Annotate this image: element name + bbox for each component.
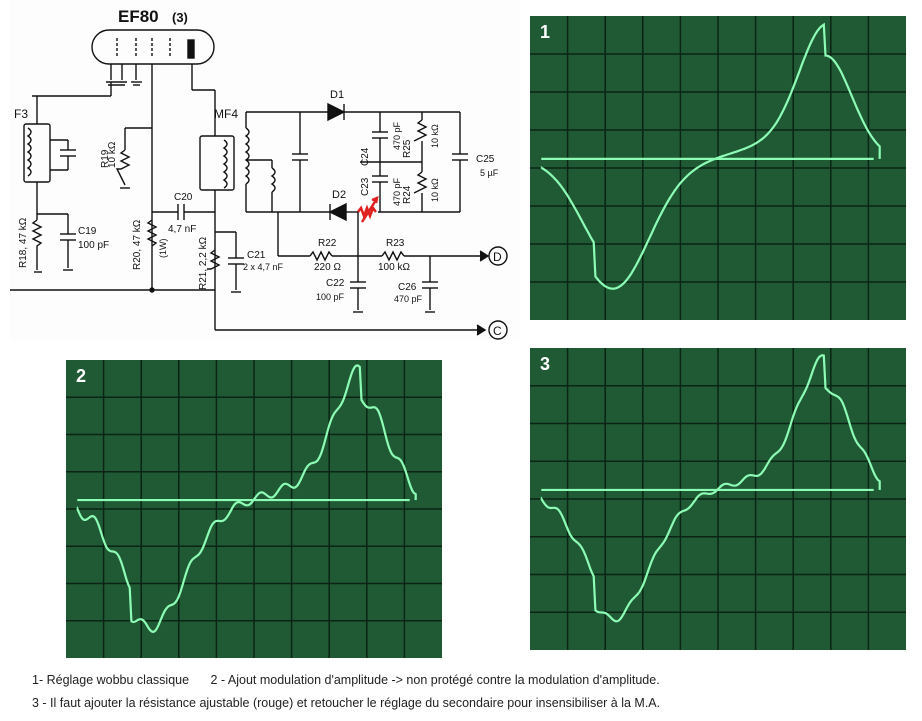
r25-label: R25 bbox=[402, 139, 413, 158]
caption-2: 2 - Ajout modulation d'amplitude -> non … bbox=[210, 673, 660, 687]
c24-label: C24 bbox=[360, 147, 371, 166]
scope-1-trace bbox=[540, 22, 881, 290]
oscilloscope-screen-2: 2 bbox=[66, 360, 442, 658]
oscilloscope-screen-3: 3 bbox=[530, 348, 906, 650]
output-c-label: C bbox=[493, 324, 502, 338]
c25-label: C25 bbox=[476, 154, 495, 165]
r23-value: 100 kΩ bbox=[378, 262, 410, 273]
c21-value: 2 x 4,7 nF bbox=[243, 262, 284, 272]
r21-label: R21, 2,2 kΩ bbox=[198, 236, 209, 290]
r20-note: (1W) bbox=[158, 239, 168, 259]
scope-3-number: 3 bbox=[540, 354, 551, 374]
scope-2-trace bbox=[76, 364, 417, 634]
mf4-transformer-icon bbox=[199, 135, 235, 191]
r24-value: 10 kΩ bbox=[430, 178, 440, 202]
mf4-label: MF4 bbox=[214, 107, 238, 121]
scope-1-graticule bbox=[530, 16, 906, 320]
c23-value: 470 pF bbox=[392, 177, 402, 206]
c24-value: 470 pF bbox=[392, 121, 402, 150]
c20-value: 4,7 nF bbox=[168, 224, 196, 235]
r24-label: R24 bbox=[402, 185, 413, 204]
r19-label: R19 bbox=[100, 149, 111, 168]
c19-label: C19 bbox=[78, 226, 97, 237]
c19-value: 100 pF bbox=[78, 240, 109, 251]
r20-label: R20, 47 kΩ bbox=[132, 219, 143, 270]
r23-label: R23 bbox=[386, 238, 405, 249]
tube-index: (3) bbox=[172, 10, 188, 25]
ef80-tube-icon bbox=[91, 29, 215, 65]
d1-diode-icon bbox=[327, 102, 346, 122]
scope-3-graticule bbox=[530, 348, 906, 650]
caption-line-1: 1- Réglage wobbu classique 2 - Ajout mod… bbox=[32, 673, 678, 687]
r18-resistor bbox=[31, 219, 43, 270]
scope-2-number: 2 bbox=[76, 366, 87, 386]
caption-3: 3 - Il faut ajouter la résistance ajusta… bbox=[32, 696, 661, 710]
r22-label: R22 bbox=[318, 238, 337, 249]
output-c-terminal bbox=[488, 320, 508, 340]
c23-label: C23 bbox=[360, 177, 371, 196]
f3-label: F3 bbox=[14, 107, 28, 121]
d2-diode-icon bbox=[328, 202, 347, 222]
scope-3-trace bbox=[540, 354, 881, 623]
r22-value: 220 Ω bbox=[314, 262, 341, 273]
d2-label: D2 bbox=[332, 189, 346, 201]
c20-label: C20 bbox=[174, 192, 193, 203]
output-d-label: D bbox=[493, 250, 502, 264]
scope-1-number: 1 bbox=[540, 22, 551, 42]
schematic-panel: EF80 (3) F3 R18, 47 kΩ C19 100 pF R19 10… bbox=[10, 0, 520, 340]
c25-value: 5 µF bbox=[480, 168, 499, 178]
c26-value: 470 pF bbox=[394, 294, 423, 304]
c22-label: C22 bbox=[326, 278, 345, 289]
oscilloscope-screen-1: 1 bbox=[530, 16, 906, 320]
caption-1: 1- Réglage wobbu classique bbox=[32, 673, 190, 687]
c22-value: 100 pF bbox=[316, 292, 345, 302]
c26-label: C26 bbox=[398, 282, 417, 293]
r19-value: 10 kΩ bbox=[107, 141, 118, 168]
c21-label: C21 bbox=[247, 250, 266, 261]
r25-value: 10 kΩ bbox=[430, 124, 440, 148]
tube-label: EF80 bbox=[118, 7, 159, 26]
schematic-drawing: EF80 (3) F3 R18, 47 kΩ C19 100 pF R19 10… bbox=[10, 7, 508, 340]
scope-2-graticule bbox=[66, 360, 442, 658]
output-d-terminal bbox=[488, 246, 508, 266]
r18-label: R18, 47 kΩ bbox=[18, 217, 29, 268]
adjustable-resistor-red-icon bbox=[357, 195, 379, 223]
caption-line-2: 3 - Il faut ajouter la résistance ajusta… bbox=[32, 696, 678, 710]
f3-transformer-icon bbox=[23, 123, 51, 183]
d1-label: D1 bbox=[330, 89, 344, 101]
